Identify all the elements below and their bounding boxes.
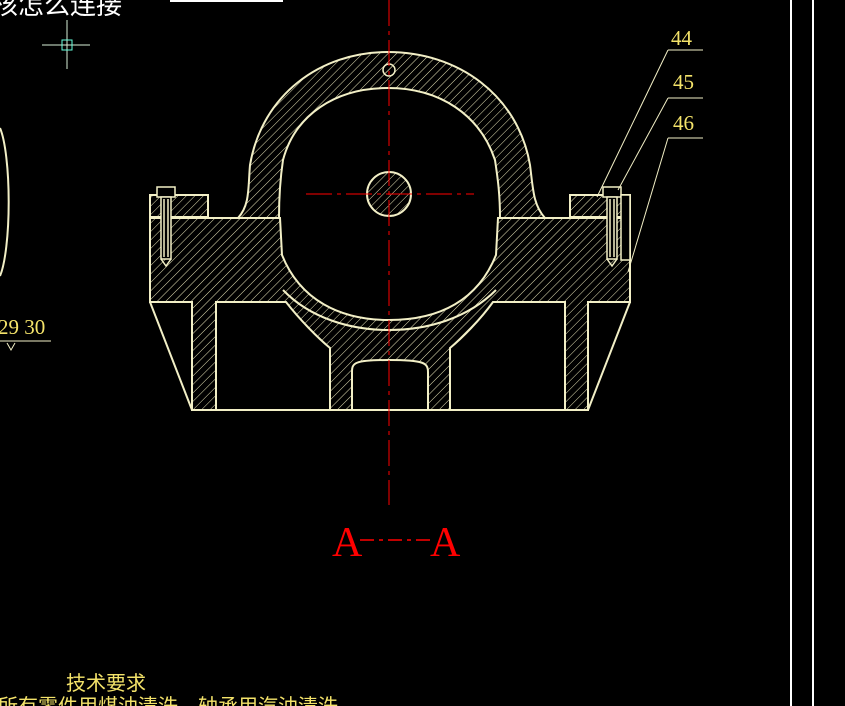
- bolt-right: [602, 186, 631, 268]
- bolt-left: [156, 186, 176, 268]
- crosshair-cursor-icon: [42, 20, 90, 69]
- part-leaders: [596, 49, 703, 273]
- part-label-45[interactable]: 45: [673, 70, 694, 94]
- left-partial-circle: [0, 127, 10, 277]
- bearing-housing-section[interactable]: [149, 0, 631, 505]
- heading-text: 核怎么连接: [0, 0, 122, 21]
- section-label-right: A: [430, 520, 461, 566]
- section-label-left: A: [332, 520, 363, 566]
- housing-left-side: [149, 301, 193, 411]
- housing-base: [149, 217, 631, 411]
- left-part-label: 29 30: [0, 315, 45, 339]
- part-label-46[interactable]: 46: [673, 111, 694, 135]
- flange-left-top: [149, 194, 209, 218]
- notes-line-1: 所有零件用煤油清洗，轴承用汽油清洗: [0, 694, 338, 706]
- part-label-44[interactable]: 44: [671, 26, 693, 50]
- notes-title: 技术要求: [66, 671, 146, 695]
- housing-right-side: [587, 301, 631, 411]
- left-label-pointer: [6, 342, 16, 352]
